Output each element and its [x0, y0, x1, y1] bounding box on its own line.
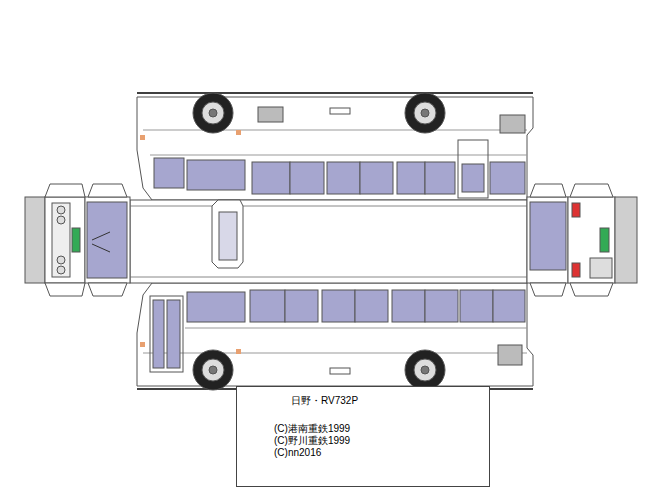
marker-light: [140, 342, 145, 347]
marker-light: [236, 349, 241, 354]
flap-box: 日野・RV732P (C)港南重鉄1999(C)野川重鉄1999(C)nn2016: [236, 386, 490, 487]
body-line: [143, 353, 527, 354]
headlight: [57, 216, 65, 224]
front-bumper: [25, 197, 45, 283]
glue-tab: [530, 283, 566, 296]
license-plate: [72, 228, 80, 252]
hatch: [330, 108, 350, 114]
grille: [52, 203, 70, 277]
windshield: [87, 202, 127, 278]
wiper: [92, 232, 110, 240]
door: [150, 296, 183, 372]
window: [397, 162, 425, 194]
window: [154, 158, 184, 188]
glue-tab: [88, 283, 127, 296]
door: [458, 140, 488, 198]
rear-face: [568, 197, 615, 283]
front-face: [45, 197, 85, 283]
roof-hatch-glass: [219, 212, 237, 260]
window: [425, 290, 458, 322]
cut-line: [137, 92, 533, 94]
copyright-note: (C)nn2016: [274, 447, 489, 459]
glue-tab: [570, 184, 613, 197]
window: [460, 290, 493, 322]
window: [493, 290, 525, 322]
rear-panel: [527, 197, 568, 283]
license-plate: [600, 228, 609, 252]
glue-tab: [570, 283, 613, 296]
marker-light: [236, 130, 241, 135]
roof-hatch: [212, 200, 243, 268]
hatch: [330, 368, 350, 374]
front-panel: [85, 197, 130, 283]
glue-tab: [530, 184, 566, 197]
window: [290, 162, 324, 194]
rear-window: [530, 202, 566, 270]
vent: [258, 107, 283, 122]
window: [250, 290, 285, 322]
window: [285, 290, 318, 322]
window: [490, 162, 525, 194]
glue-tab: [45, 283, 85, 296]
roof-panel: [130, 200, 527, 283]
roof-line: [130, 206, 527, 207]
vent: [500, 115, 525, 133]
window: [355, 290, 388, 322]
model-name: 日野・RV732P: [291, 395, 489, 407]
engine-vent: [590, 258, 612, 278]
roof-line: [130, 277, 527, 278]
body-line: [143, 130, 527, 131]
tail-light: [572, 263, 580, 277]
wiper: [92, 244, 110, 252]
glue-tab: [88, 184, 127, 197]
door-window: [167, 300, 180, 368]
rear-bumper: [615, 197, 637, 283]
window: [322, 290, 355, 322]
headlight: [57, 256, 65, 264]
copyright-note: (C)港南重鉄1999: [274, 423, 489, 435]
wheel: [193, 93, 445, 390]
window: [392, 290, 425, 322]
headlight: [57, 206, 65, 214]
window: [187, 292, 245, 322]
vent: [498, 345, 522, 365]
door-window: [462, 164, 484, 192]
window: [187, 160, 245, 190]
copyright-note: (C)野川重鉄1999: [274, 435, 489, 447]
window: [425, 162, 455, 194]
glue-tab: [45, 184, 85, 197]
body-line: [185, 328, 527, 329]
window: [252, 162, 290, 194]
door-window: [153, 300, 164, 368]
window: [360, 162, 393, 194]
headlight: [57, 266, 65, 274]
tail-light: [572, 203, 580, 217]
window: [327, 162, 360, 194]
body-line: [150, 155, 527, 156]
marker-light: [140, 135, 145, 140]
